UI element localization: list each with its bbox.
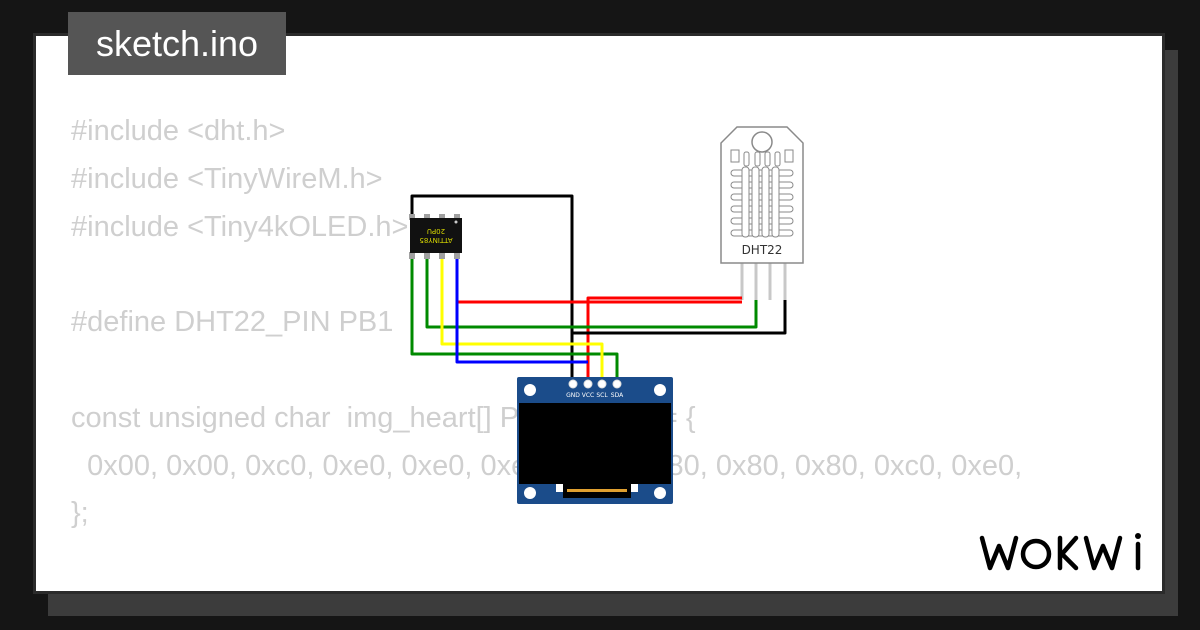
code-line: #include <TinyWireM.h> [71,162,383,195]
code-line: #define DHT22_PIN PB1 [71,306,394,339]
oled-screen [519,403,671,484]
file-name-tag: sketch.ino [68,12,286,75]
preview-card: #include <dht.h> #include <TinyWireM.h> #i… [33,33,1165,594]
code-line: }; [71,497,89,530]
code-line: #include <Tiny4kOLED.h> [71,210,409,243]
wire-red-vcc [455,258,742,304]
wire-yellow-scl [440,258,604,378]
attiny85-chip[interactable]: ATTINY85 20PU [409,214,462,259]
oled-display[interactable]: GND VCC SCL SDA [517,377,673,504]
wire-black-dht [573,300,787,335]
attiny-label-1: ATTINY85 [419,236,452,244]
oled-pin-label: SDA [611,392,624,399]
wire-green-dht [425,258,758,329]
wire-black-gnd [410,194,574,378]
wire-green-sda [410,258,619,378]
wire-blue [455,258,588,364]
dht22-label: DHT22 [742,243,783,257]
oled-pin-label: GND [566,392,580,399]
code-line: #include <dht.h> [71,115,286,147]
attiny-label-2: 20PU [427,227,445,235]
oled-pin-label: SCL [596,392,608,399]
wokwi-logo [979,533,1141,571]
dht22-sensor[interactable]: DHT22 [720,126,804,300]
wire-red-oled [586,296,742,378]
wires [410,194,787,378]
oled-pin-label: VCC [582,392,594,399]
dht22-grille [730,166,794,238]
